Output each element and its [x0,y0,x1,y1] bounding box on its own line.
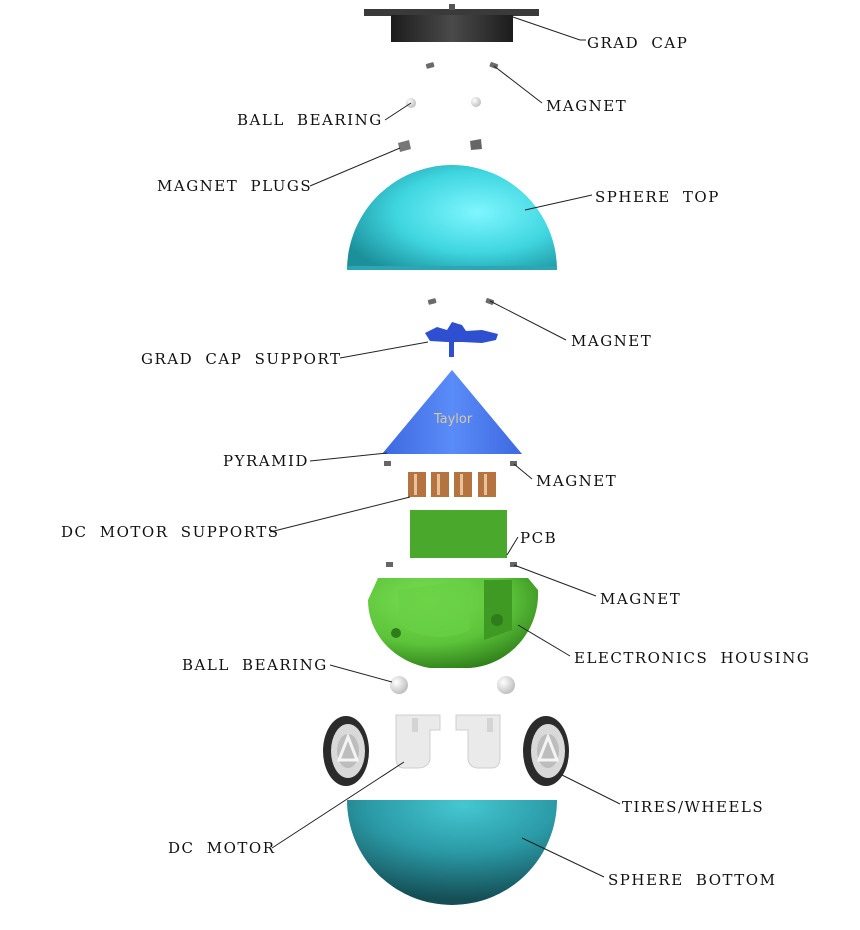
leader-grad-cap [509,15,586,41]
label-magnet-plugs: MAGNET PLUGS [157,177,312,195]
leader-sphere-top [524,194,593,211]
sphere-bottom-part [347,800,557,905]
tire-wheel-right-part [523,716,569,786]
label-magnet-lower: MAGNET [600,590,681,608]
leader-ball-bearing-bottom [329,664,393,683]
magnet-top-parts [425,62,499,69]
magnet-pyramid-parts [384,461,517,466]
label-magnet-top: MAGNET [546,97,627,115]
leader-sphere-bottom [521,837,605,878]
label-electronics-housing: ELECTRONICS HOUSING [574,649,810,667]
leader-ball-bearing-top [384,102,412,121]
leader-magnet-top [493,65,543,104]
sphere-top-rim [347,266,557,270]
magnet-lower-parts [386,562,517,567]
leader-pyramid [309,452,388,462]
label-ball-bearing-bottom: BALL BEARING [182,656,328,674]
leader-lines [269,15,621,878]
magnet-mid-parts [427,298,495,305]
label-magnet-mid: MAGNET [571,332,652,350]
pyramid-engraving: Taylor [433,412,473,427]
callout-labels: GRAD CAP MAGNET BALL BEARING MAGNET PLUG… [61,34,810,889]
grad-cap-support-part [425,322,498,357]
ball-bearing-top-parts [406,97,481,108]
electronics-housing-part [368,578,539,668]
leader-dc-motor-supports [269,496,411,533]
label-ball-bearing-top: BALL BEARING [237,111,383,129]
grad-cap-part [364,4,539,42]
leader-dc-motor [271,761,405,849]
leader-grad-cap-support [339,341,429,359]
leader-magnet-mid [489,300,567,341]
magnet-plugs-parts [398,139,482,152]
pyramid-part: Taylor [382,370,522,454]
leader-magnet-pyramid [513,463,533,480]
dc-motor-supports-part [408,472,496,497]
label-dc-motor: DC MOTOR [168,839,276,857]
dc-motor-parts [395,714,501,769]
label-sphere-top: SPHERE TOP [595,188,720,206]
label-grad-cap: GRAD CAP [587,34,688,52]
leader-electronics-housing [517,624,571,657]
leader-tires-wheels [561,774,621,805]
tire-wheel-left-part [323,716,369,786]
label-dc-motor-supports: DC MOTOR SUPPORTS [61,523,280,541]
label-tires-wheels: TIRES/WHEELS [622,798,764,816]
label-magnet-pyramid: MAGNET [536,472,617,490]
label-sphere-bottom: SPHERE BOTTOM [608,871,776,889]
sphere-top-part [347,165,557,270]
leader-pcb [506,536,519,556]
label-pyramid: PYRAMID [223,452,309,470]
leader-magnet-plugs [309,147,401,187]
label-pcb: PCB [520,529,557,547]
pcb-part [410,510,507,558]
ball-bearing-bottom-parts [390,676,515,694]
label-grad-cap-support: GRAD CAP SUPPORT [141,350,342,368]
leader-magnet-lower [513,564,597,597]
